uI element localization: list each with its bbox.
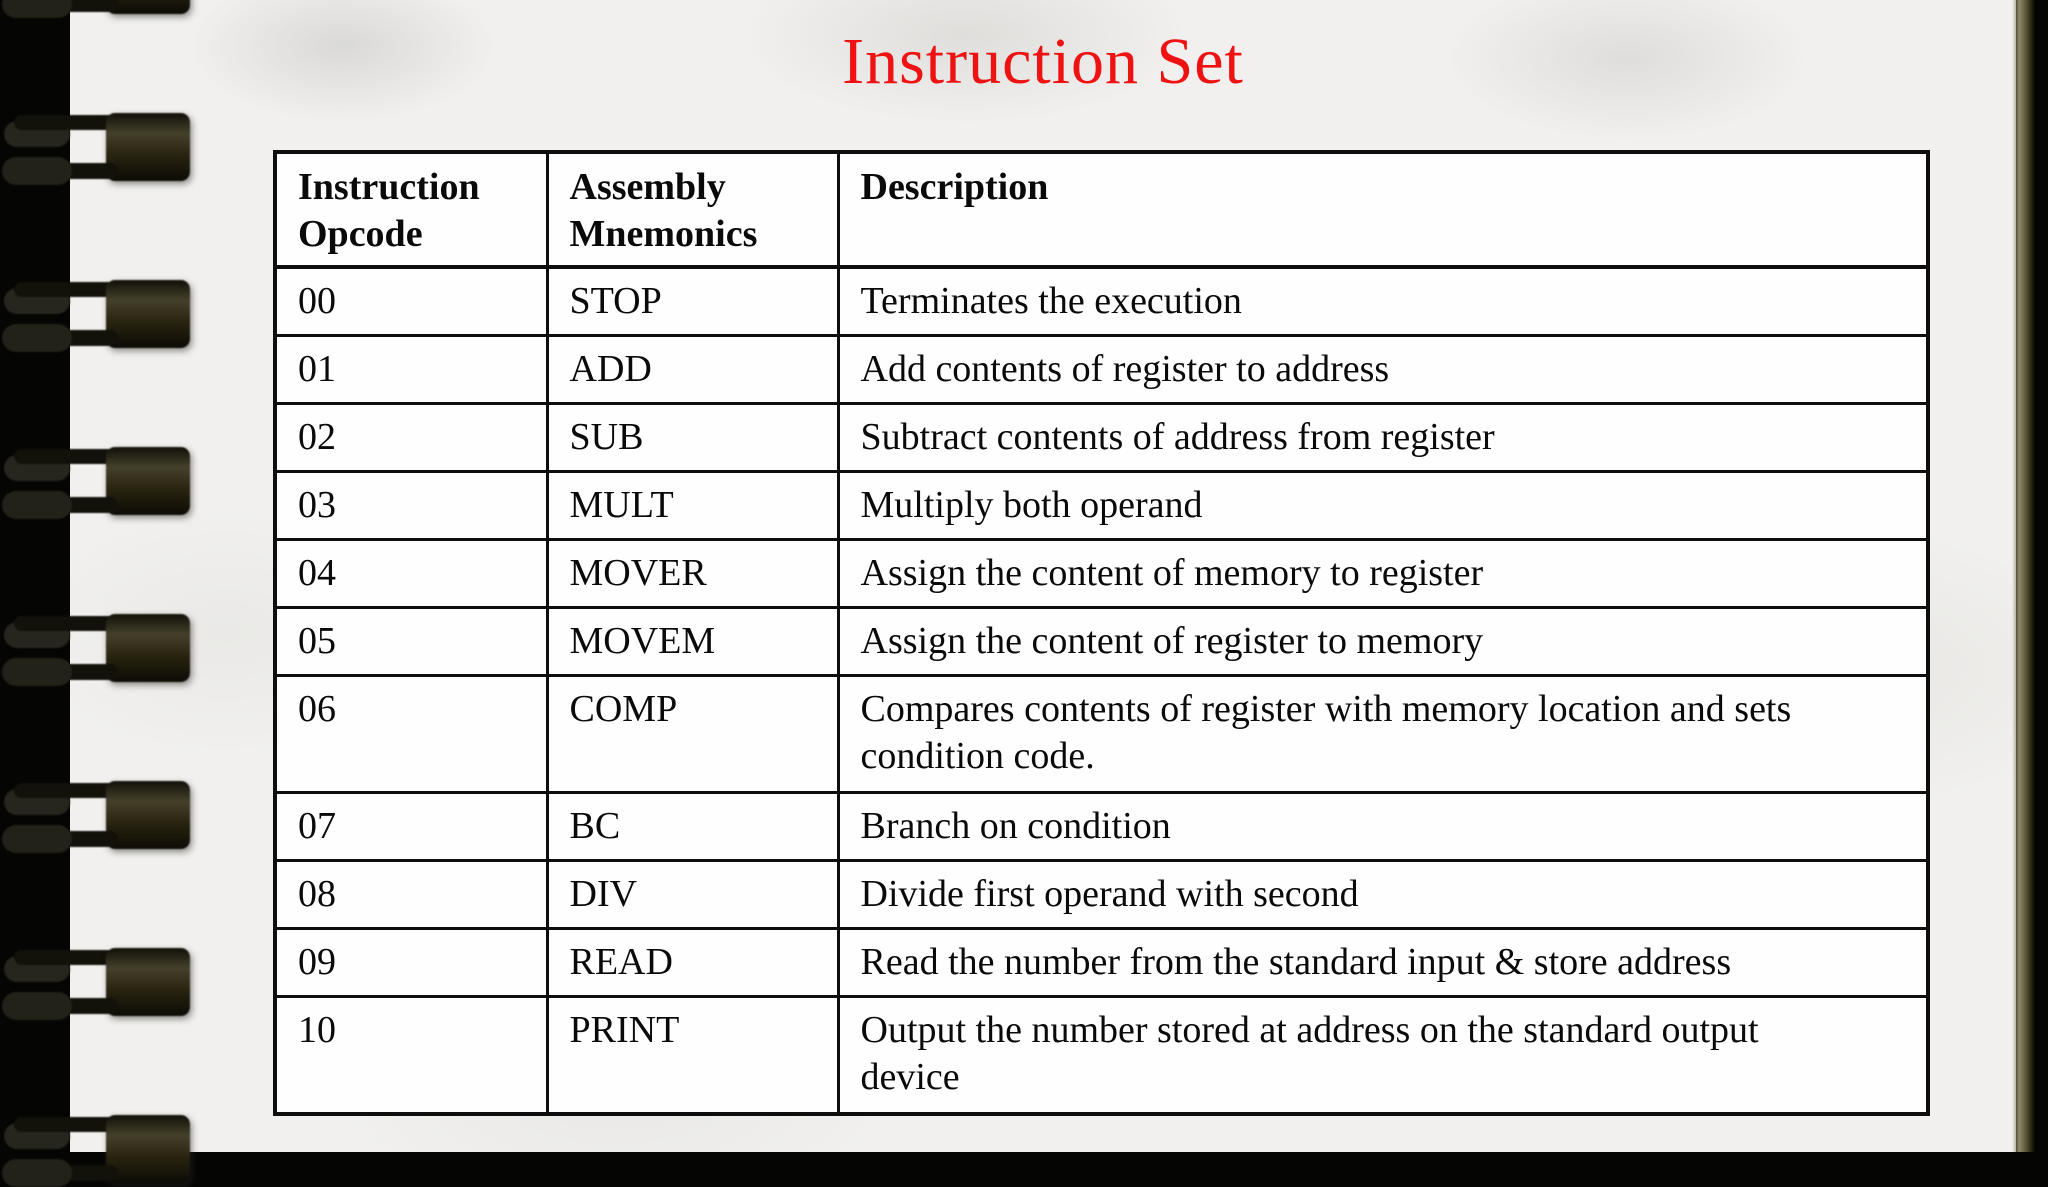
page-right-edge	[2012, 0, 2036, 1152]
ring-pad	[106, 113, 190, 181]
column-header-assembly-mnemonics: Assembly Mnemonics	[545, 150, 840, 269]
mnemonic-cell: MOVER	[545, 537, 840, 609]
description-cell: Read the number from the standard input …	[836, 926, 1930, 998]
opcode-cell: 03	[273, 469, 549, 541]
column-header-description: Description	[836, 150, 1930, 269]
opcode-cell: 00	[273, 265, 549, 337]
opcode-cell: 05	[273, 605, 549, 677]
table-row: 10 PRINT Output the number stored at add…	[273, 994, 1930, 1116]
mnemonic-cell: SUB	[545, 401, 840, 473]
opcode-cell: 01	[273, 333, 549, 405]
ring-wire	[14, 950, 118, 965]
ring-wire	[14, 1117, 118, 1132]
mnemonic-cell: ADD	[545, 333, 840, 405]
mnemonic-cell: PRINT	[545, 994, 840, 1116]
spiral-ring	[0, 113, 192, 185]
description-cell: Multiply both operand	[836, 469, 1930, 541]
mnemonic-cell: BC	[545, 790, 840, 862]
ring-wire	[14, 783, 118, 798]
ring-pad	[106, 0, 190, 14]
ring-pad	[106, 1115, 190, 1183]
description-cell: Add contents of register to address	[836, 333, 1930, 405]
ring-wire	[2, 491, 72, 519]
ring-wire	[2, 324, 72, 352]
mnemonic-cell: STOP	[545, 265, 840, 337]
table-row: 06 COMP Compares contents of register wi…	[273, 673, 1930, 794]
opcode-cell: 07	[273, 790, 549, 862]
spiral-ring	[0, 447, 192, 519]
opcode-cell: 09	[273, 926, 549, 998]
spiral-ring	[0, 781, 192, 853]
ring-wire	[2, 658, 72, 686]
table-header-row: Instruction Opcode Assembly Mnemonics De…	[273, 150, 1930, 269]
table-row: 00 STOP Terminates the execution	[273, 265, 1930, 337]
mnemonic-cell: COMP	[545, 673, 840, 794]
description-cell: Output the number stored at address on t…	[836, 994, 1930, 1116]
table-row: 03 MULT Multiply both operand	[273, 469, 1930, 541]
table-row: 07 BC Branch on condition	[273, 790, 1930, 862]
description-cell: Assign the content of register to memory	[836, 605, 1930, 677]
description-cell: Subtract contents of address from regist…	[836, 401, 1930, 473]
instruction-set-table: Instruction Opcode Assembly Mnemonics De…	[273, 150, 1930, 1116]
ring-wire	[14, 282, 118, 297]
column-header-instruction-opcode: Instruction Opcode	[273, 150, 549, 269]
ring-pad	[106, 948, 190, 1016]
table-row: 02 SUB Subtract contents of address from…	[273, 401, 1930, 473]
ring-pad	[106, 614, 190, 682]
table-row: 01 ADD Add contents of register to addre…	[273, 333, 1930, 405]
spiral-ring	[0, 0, 192, 18]
table-row: 08 DIV Divide first operand with second	[273, 858, 1930, 930]
description-cell: Branch on condition	[836, 790, 1930, 862]
ring-wire	[14, 115, 118, 130]
ring-wire	[2, 0, 72, 18]
opcode-cell: 06	[273, 673, 549, 794]
ring-wire	[2, 1159, 72, 1187]
ring-wire	[2, 825, 72, 853]
opcode-cell: 04	[273, 537, 549, 609]
spiral-ring	[0, 948, 192, 1020]
mnemonic-cell: MOVEM	[545, 605, 840, 677]
opcode-cell: 08	[273, 858, 549, 930]
ring-wire	[2, 157, 72, 185]
description-cell: Terminates the execution	[836, 265, 1930, 337]
ring-pad	[106, 447, 190, 515]
spiral-ring	[0, 280, 192, 352]
ring-pad	[106, 280, 190, 348]
ring-wire	[2, 992, 72, 1020]
description-cell: Compares contents of register with memor…	[836, 673, 1930, 794]
ring-wire	[14, 449, 118, 464]
mnemonic-cell: MULT	[545, 469, 840, 541]
slide-title: Instruction Set	[842, 25, 1244, 98]
table-row: 05 MOVEM Assign the content of register …	[273, 605, 1930, 677]
table-row: 04 MOVER Assign the content of memory to…	[273, 537, 1930, 609]
mnemonic-cell: READ	[545, 926, 840, 998]
mnemonic-cell: DIV	[545, 858, 840, 930]
description-cell: Divide first operand with second	[836, 858, 1930, 930]
ring-pad	[106, 781, 190, 849]
ring-wire	[14, 616, 118, 631]
opcode-cell: 10	[273, 994, 549, 1116]
spiral-ring	[0, 1115, 192, 1187]
spiral-ring	[0, 614, 192, 686]
opcode-cell: 02	[273, 401, 549, 473]
table-row: 09 READ Read the number from the standar…	[273, 926, 1930, 998]
description-cell: Assign the content of memory to register	[836, 537, 1930, 609]
